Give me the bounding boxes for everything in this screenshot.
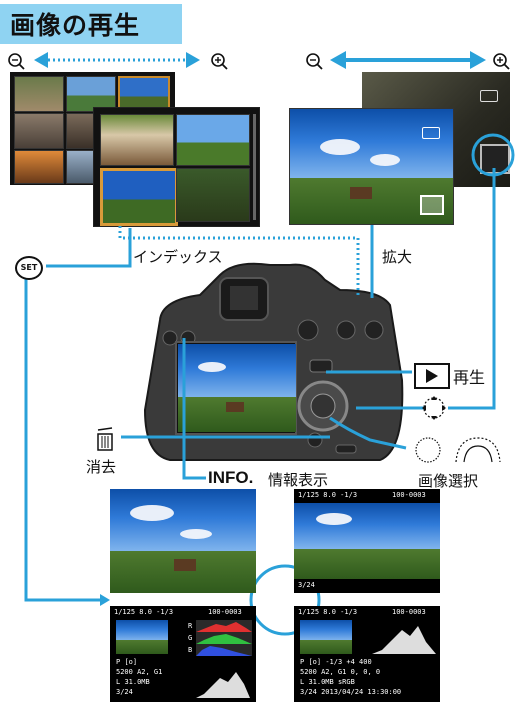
erase-label: 消去 — [86, 458, 117, 476]
folder-file-number: 100-0003 — [392, 491, 426, 499]
folder-file-number: 100-0003 — [208, 608, 242, 616]
main-dial-icon — [455, 437, 501, 463]
trash-icon — [92, 426, 118, 456]
quick-control-dial-icon — [415, 437, 441, 463]
basic-info-screen-with-data: 1/125 8.0 -1/3 100-0003 3/24 — [294, 489, 440, 593]
histogram-channel-label: B — [188, 646, 193, 654]
info-button-label: INFO. — [208, 468, 254, 487]
playback-label: 再生 — [453, 368, 486, 387]
shooting-info-brightness-screen: 1/125 8.0 -1/3 100-0003 P [o] -1/3 +4 40… — [294, 606, 440, 702]
frame-number: 3/24 — [116, 688, 133, 696]
basic-info-screen — [110, 489, 256, 593]
magnified-display-front — [289, 108, 454, 225]
mode-readout: P [o] -1/3 +4 400 — [300, 658, 372, 666]
play-triangle-icon — [414, 363, 450, 389]
magnify-label: 拡大 — [382, 248, 413, 266]
frame-number: 3/24 — [298, 581, 315, 589]
brightness-histogram — [196, 672, 250, 698]
folder-file-number: 100-0003 — [392, 608, 426, 616]
magnifier-minus-icon — [306, 53, 323, 70]
dial-icons — [415, 437, 501, 463]
shooting-info-rgb-screen: 1/125 8.0 -1/3 100-0003 R G B P [o] 5200… — [110, 606, 256, 702]
mode-readout: P [o] — [116, 658, 138, 666]
magnifier-plus-icon — [493, 53, 510, 70]
index-display-4 — [93, 107, 260, 227]
index-label: インデックス — [133, 248, 223, 266]
magnifier-plus-icon — [211, 53, 228, 70]
file-size-readout: L 31.0MB — [116, 678, 150, 686]
zoom-arrows-diagram — [8, 51, 510, 70]
page-title: 画像の再生 — [10, 11, 141, 40]
info-display-label: 情報表示 — [268, 471, 329, 489]
multi-controller-icon — [422, 396, 446, 420]
camera-lcd-image — [178, 344, 296, 432]
exposure-readout: 1/125 8.0 -1/3 — [298, 608, 358, 616]
exposure-readout: 1/125 8.0 -1/3 — [114, 608, 174, 616]
file-size-readout: L 31.0MB sRGB — [300, 678, 355, 686]
brightness-histogram — [372, 626, 436, 654]
iso-wb-readout: 5200 A2, G1 0, 0, 0 — [300, 668, 381, 676]
date-time-readout: 3/24 2013/04/24 13:30:00 — [300, 688, 402, 696]
histogram-channel-label: G — [188, 634, 193, 642]
set-button-icon: SET — [15, 256, 43, 280]
magnifier-minus-icon — [8, 53, 25, 70]
histogram-channel-label: R — [188, 622, 193, 630]
rgb-histogram — [196, 620, 252, 656]
image-select-label: 画像選択 — [418, 472, 479, 490]
title-band — [0, 4, 182, 44]
exposure-readout: 1/125 8.0 -1/3 — [298, 491, 358, 499]
iso-wb-readout: 5200 A2, G1 — [116, 668, 163, 676]
